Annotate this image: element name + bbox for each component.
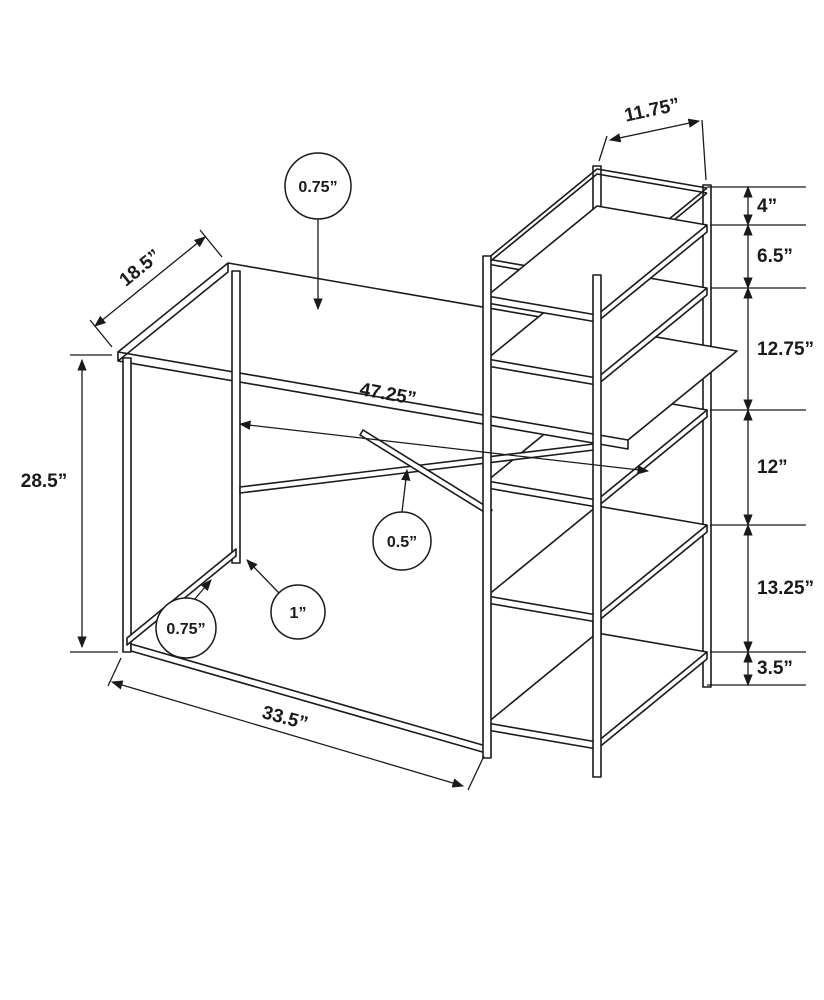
shelf-tower-front-posts — [482, 255, 602, 778]
dim-tower-depth: 11.75” — [598, 94, 707, 181]
dim-brace-thickness-label: 0.5” — [387, 534, 417, 551]
dim-desk-height-label: 28.5” — [21, 471, 67, 492]
dim-shelf-gap-4-label: 12” — [757, 457, 788, 478]
dim-tower-depth-arrow — [608, 118, 701, 143]
dim-rail-thickness-arrow — [193, 579, 212, 601]
dim-shelf-gap-5-label: 13.25” — [757, 578, 814, 599]
dim-frame-length-label: 33.5” — [260, 702, 310, 734]
dim-rail-thickness-circle — [155, 597, 217, 659]
desk-leg-front-left — [122, 357, 132, 653]
dim-shelf-gap-6-label: 3.5” — [757, 658, 793, 679]
tower-post-back-right — [702, 184, 712, 688]
dim-right-extension-lines — [707, 186, 806, 686]
dim-top-thickness-circle — [284, 152, 352, 220]
dim-brace-thickness: 0.5” — [372, 468, 432, 571]
dim-frame-length-extensions — [107, 657, 485, 791]
dim-top-thickness-label: 0.75” — [298, 179, 337, 196]
dim-desk-depth-arrow — [94, 236, 206, 327]
dim-brace-thickness-arrow — [401, 468, 411, 513]
dim-frame-length-arrow — [110, 680, 465, 788]
tower-post-front-right — [592, 274, 602, 778]
dim-desk-length-arrow — [238, 420, 650, 475]
dim-desk-depth-label: 18.5” — [116, 246, 165, 292]
dim-leg-width-arrow — [246, 559, 280, 594]
dim-desk-height-extensions — [70, 354, 118, 653]
dim-leg-width: 1” — [246, 559, 326, 640]
dim-rail-thickness-label: 0.75” — [166, 621, 205, 638]
dim-shelf-gap-3-label: 12.75” — [757, 339, 814, 360]
tower-post-front-left — [482, 255, 492, 759]
dim-top-thickness: 0.75” — [284, 152, 352, 311]
dim-brace-thickness-circle — [372, 511, 432, 571]
lower-side-rail — [126, 548, 237, 646]
dim-leg-width-label: 1” — [290, 605, 307, 622]
dim-leg-width-circle — [270, 584, 326, 640]
dim-desk-height: 28.5” — [21, 354, 118, 653]
dim-desk-depth-extensions — [89, 229, 223, 348]
dim-right-stack: 4” 6.5” 12.75” 12” 13.25” 3.5” — [707, 185, 814, 687]
lower-front-rail — [130, 643, 487, 754]
dim-frame-length: 33.5” — [107, 657, 485, 791]
dim-tower-depth-label: 11.75” — [623, 94, 682, 126]
dim-tower-depth-extensions — [598, 119, 707, 181]
dim-rail-thickness: 0.75” — [155, 579, 217, 659]
dim-shelf-gap-1-label: 4” — [757, 196, 777, 217]
dim-shelf-gap-2-label: 6.5” — [757, 246, 793, 267]
desk-leg-back-left — [231, 270, 241, 564]
